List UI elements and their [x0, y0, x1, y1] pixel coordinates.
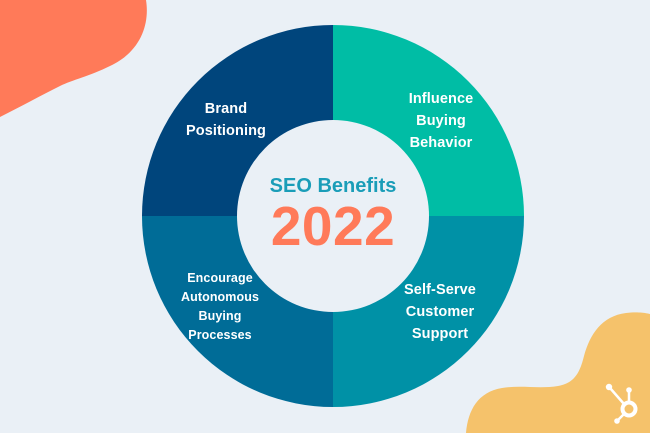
label-line: Positioning: [185, 123, 267, 139]
label-line: Buying: [416, 113, 466, 129]
diagram-year: 2022: [270, 195, 396, 257]
diagram-title: SEO Benefits: [269, 175, 397, 197]
label-line: Processes: [188, 328, 252, 342]
label-influence-buying-behavior: Influence Buying Behavior: [409, 88, 474, 154]
label-line: Customer: [405, 304, 475, 320]
label-brand-positioning: Brand Positioning: [186, 98, 266, 142]
seo-ring-chart: [142, 25, 524, 407]
hubspot-sprocket-icon: [605, 383, 638, 424]
label-line: Encourage: [187, 271, 253, 285]
label-line: Behavior: [409, 135, 473, 151]
label-line: Autonomous: [180, 290, 260, 304]
label-line: Support: [411, 326, 469, 342]
label-self-serve-support: Self-Serve Customer Support: [404, 279, 476, 345]
label-line: Buying: [198, 309, 242, 323]
center-circle: [237, 120, 429, 312]
label-line: Brand: [204, 101, 248, 117]
label-encourage-autonomous-buying: Encourage Autonomous Buying Processes: [181, 269, 259, 345]
yellow-blob-decoration: [466, 312, 650, 433]
coral-blob-decoration: [0, 0, 147, 117]
label-line: Self-Serve: [404, 282, 476, 298]
label-line: Influence: [408, 91, 474, 107]
